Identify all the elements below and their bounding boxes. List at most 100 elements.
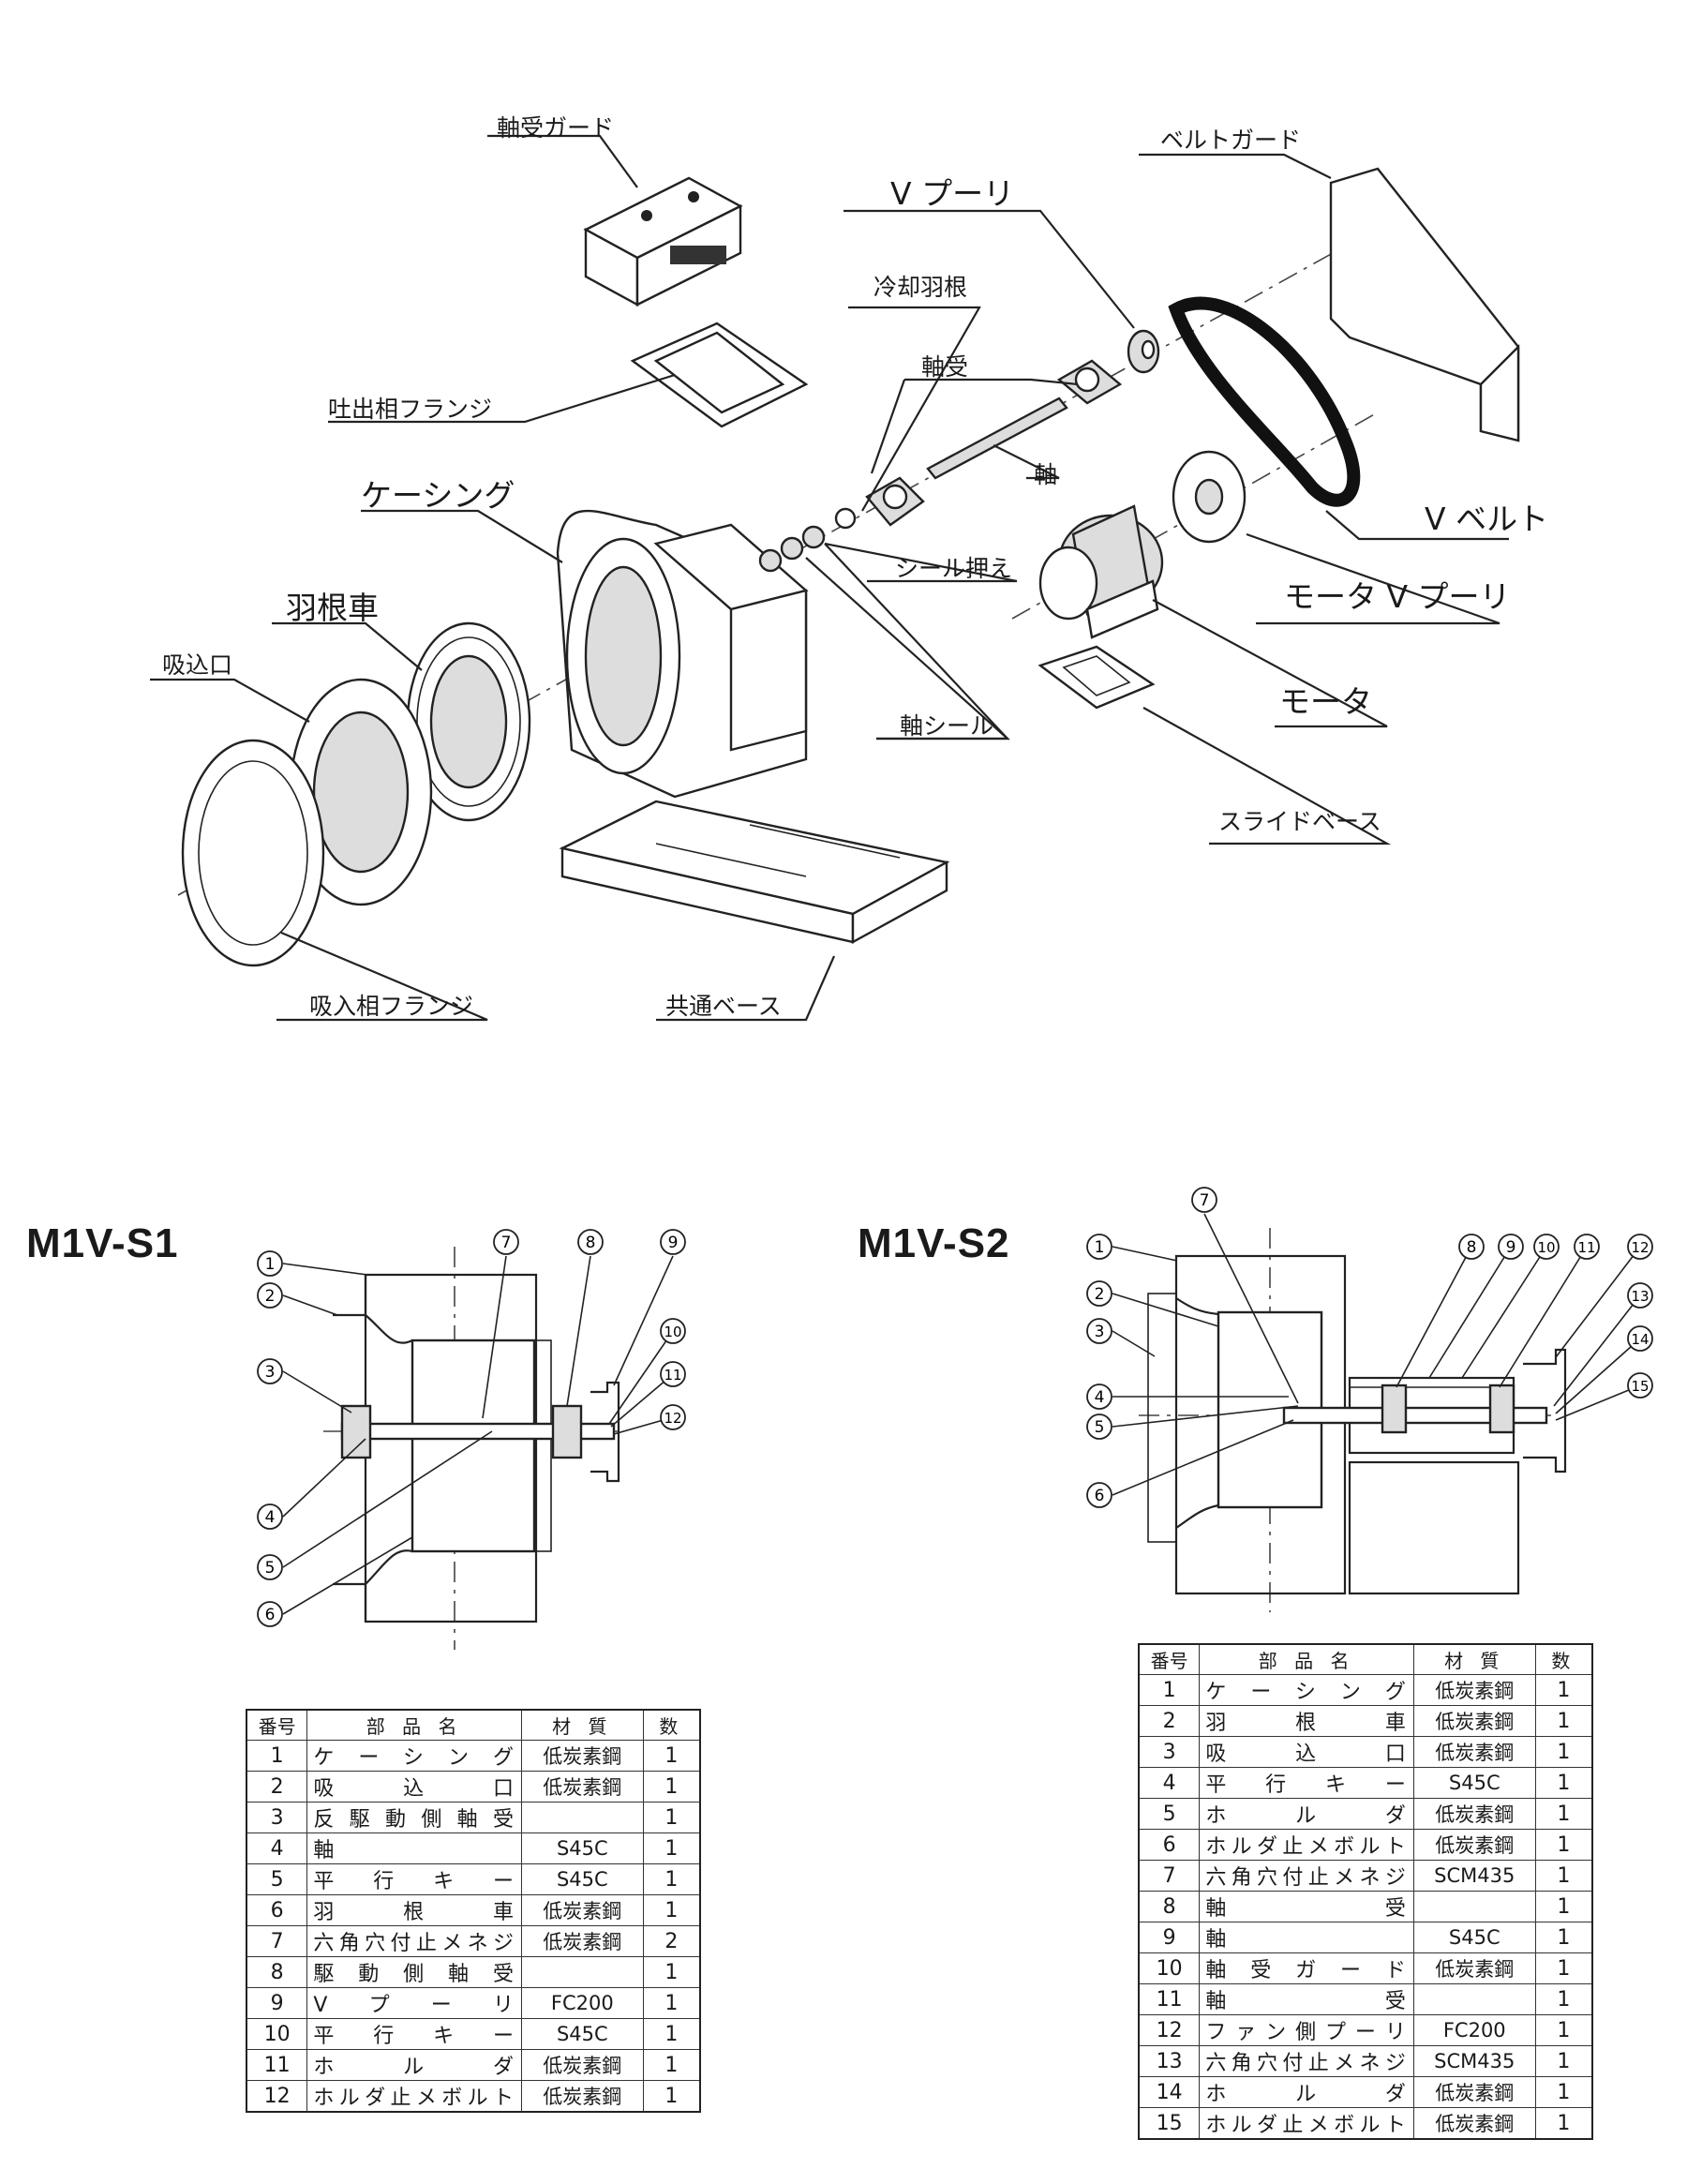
- label-impeller: 羽根車: [286, 590, 379, 626]
- cell-mat: 低炭素鋼: [520, 1740, 644, 1772]
- label-inlet: 吸込口: [162, 651, 232, 679]
- cell-mat: [1412, 1891, 1536, 1922]
- cell-mat: S45C: [520, 2018, 644, 2050]
- callout-circle: [1627, 1325, 1653, 1352]
- header-qty: 数: [1534, 1643, 1593, 1675]
- cell-mat: [1412, 1983, 1536, 2015]
- callout-number: 7: [1200, 1191, 1210, 1210]
- cell-mat: 低炭素鋼: [520, 1771, 644, 1803]
- cell-qty: 1: [1534, 2076, 1593, 2108]
- cell-qty: 1: [642, 1956, 701, 1988]
- callout-circle: [257, 1601, 283, 1627]
- cell-qty: 1: [642, 2018, 701, 2050]
- callout-circle: [1627, 1234, 1653, 1260]
- cell-no: 14: [1138, 2076, 1201, 2108]
- cell-name: 駆動側軸受: [306, 1956, 522, 1988]
- cell-name: ホルダ: [1199, 1798, 1414, 1830]
- cell-qty: 1: [642, 1832, 701, 1864]
- v-belt-part: [1168, 296, 1361, 507]
- cell-no: 10: [246, 2018, 308, 2050]
- cell-mat: 低炭素鋼: [520, 2049, 644, 2081]
- exploded-view: 軸受ガード 吐出相フランジ ケーシング 羽根車 吸込口 吸入相フランジ 共通ベー…: [150, 114, 1548, 1022]
- cell-qty: 1: [1534, 1767, 1593, 1799]
- cell-mat: 低炭素鋼: [1412, 1674, 1536, 1706]
- callout-circle: [257, 1250, 283, 1277]
- callout-circle: [660, 1361, 686, 1387]
- motor-v-pulley-part: [1172, 450, 1247, 544]
- label-slide-base: スライドベース: [1218, 808, 1381, 835]
- cell-mat: SCM435: [1412, 2045, 1536, 2077]
- cell-qty: 1: [642, 1771, 701, 1803]
- callout-number: 12: [1631, 1239, 1649, 1256]
- callout-circle: [257, 1554, 283, 1580]
- inlet-part: [289, 678, 433, 906]
- label-bearing: 軸受: [921, 353, 968, 381]
- cell-no: 10: [1138, 1952, 1201, 1984]
- callout-number: 3: [1095, 1323, 1105, 1341]
- cell-name: 軸: [306, 1832, 522, 1864]
- callout-number: 3: [265, 1363, 276, 1382]
- cell-no: 4: [1138, 1767, 1201, 1799]
- cell-name: ホルダ止メボルト: [1199, 1829, 1414, 1861]
- label-discharge-flange: 吐出相フランジ: [328, 396, 492, 423]
- motor-part: [1038, 504, 1164, 639]
- suction-flange-part: [181, 739, 325, 967]
- cell-name: Vプーリ: [306, 1987, 522, 2019]
- cell-mat: 低炭素鋼: [1412, 1705, 1536, 1737]
- casing-part: [556, 509, 809, 799]
- cell-no: 11: [1138, 1983, 1201, 2015]
- label-shaft: 軸: [1034, 461, 1057, 488]
- cell-name: ケーシング: [306, 1740, 522, 1772]
- callout-circle: [257, 1358, 283, 1384]
- callout-circle: [1533, 1234, 1560, 1260]
- cell-no: 1: [246, 1740, 308, 1772]
- cell-name: ホルダ止メボルト: [1199, 2107, 1414, 2140]
- cell-no: 2: [1138, 1705, 1201, 1737]
- cell-name: 平行キー: [306, 1863, 522, 1895]
- callout-number: 1: [265, 1255, 276, 1274]
- callout-number: 15: [1631, 1378, 1649, 1395]
- header-no: 番号: [1138, 1643, 1201, 1675]
- label-common-base: 共通ベース: [665, 993, 782, 1020]
- leader-lines: [150, 134, 1509, 1022]
- cell-qty: 1: [642, 1802, 701, 1833]
- cell-mat: S45C: [1412, 1767, 1536, 1799]
- cell-qty: 1: [1534, 1891, 1593, 1922]
- header-name: 部 品 名: [1199, 1643, 1414, 1675]
- cell-qty: 1: [642, 1987, 701, 2019]
- cell-name: ファン側プーリ: [1199, 2014, 1414, 2046]
- cell-name: 軸: [1199, 1922, 1414, 1953]
- cooling-fan-part: [834, 507, 857, 530]
- cell-name: ホルダ止メボルト: [306, 2080, 522, 2113]
- header-material: 材 質: [520, 1709, 644, 1741]
- bearing-part-1: [865, 476, 925, 527]
- table-header-row: 番号 部 品 名 材 質 数: [1138, 1643, 1593, 1675]
- cell-name: 吸込口: [1199, 1736, 1414, 1768]
- callout-number: 10: [664, 1324, 681, 1340]
- bearing-part-2: [1056, 359, 1123, 405]
- belt-guard-part: [1329, 167, 1520, 442]
- cell-mat: 低炭素鋼: [1412, 1952, 1536, 1984]
- callout-circle: [1086, 1384, 1112, 1410]
- callout-circle: [1191, 1187, 1217, 1213]
- callout-number: 4: [1095, 1388, 1105, 1407]
- cell-mat: [520, 1802, 644, 1833]
- cell-no: 5: [1138, 1798, 1201, 1830]
- cell-mat: 低炭素鋼: [520, 1925, 644, 1957]
- cell-name: 六角穴付止メネジ: [1199, 1860, 1414, 1892]
- cell-qty: 1: [642, 1740, 701, 1772]
- callout-circle: [660, 1404, 686, 1430]
